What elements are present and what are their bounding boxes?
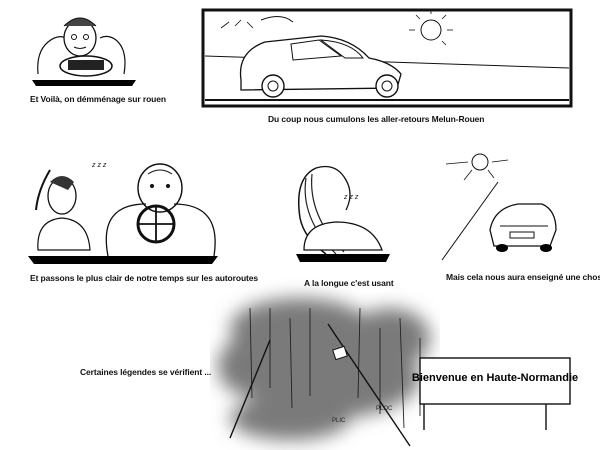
panel-5-convertible <box>438 150 568 265</box>
zzz-panel-4: z z z <box>344 194 359 201</box>
caption-panel-2: Du coup nous cumulons les aller-retours … <box>268 114 485 124</box>
panel-3-drawing <box>28 163 218 264</box>
caption-panel-5: Mais cela nous aura enseigné une chose .… <box>446 272 600 282</box>
caption-panel-1: Et Voilà, on démménage sur rouen <box>30 94 166 104</box>
rain-cloud <box>218 298 430 440</box>
panel-1-drawing <box>32 17 136 86</box>
panel-4-sleeping-profile <box>286 158 398 270</box>
caption-panel-4: A la longue c'est usant <box>304 278 394 288</box>
panel-2-drawing <box>201 8 573 108</box>
welcome-sign-drawing <box>419 357 571 430</box>
caption-panel-6: Certaines légendes se vérifient ... <box>80 367 212 377</box>
welcome-sign <box>416 344 574 430</box>
panel-3-sleeping-passenger <box>28 160 218 268</box>
zzz-panel-3a: z z z <box>92 162 107 169</box>
panel-4-drawing <box>296 165 390 262</box>
panel-5-drawing <box>441 153 557 261</box>
sound-plic: PLIC <box>332 418 346 424</box>
panel-2-car-frame <box>201 8 573 108</box>
sound-ploc: PLOC <box>376 406 393 412</box>
panel-6-rain <box>210 278 440 450</box>
panel-1-couple-driving <box>28 12 140 90</box>
caption-panel-3: Et passons le plus clair de notre temps … <box>30 273 259 283</box>
sign-text: Bienvenue en Haute-Normandie <box>411 372 579 384</box>
panel-6-drawing <box>218 298 430 447</box>
